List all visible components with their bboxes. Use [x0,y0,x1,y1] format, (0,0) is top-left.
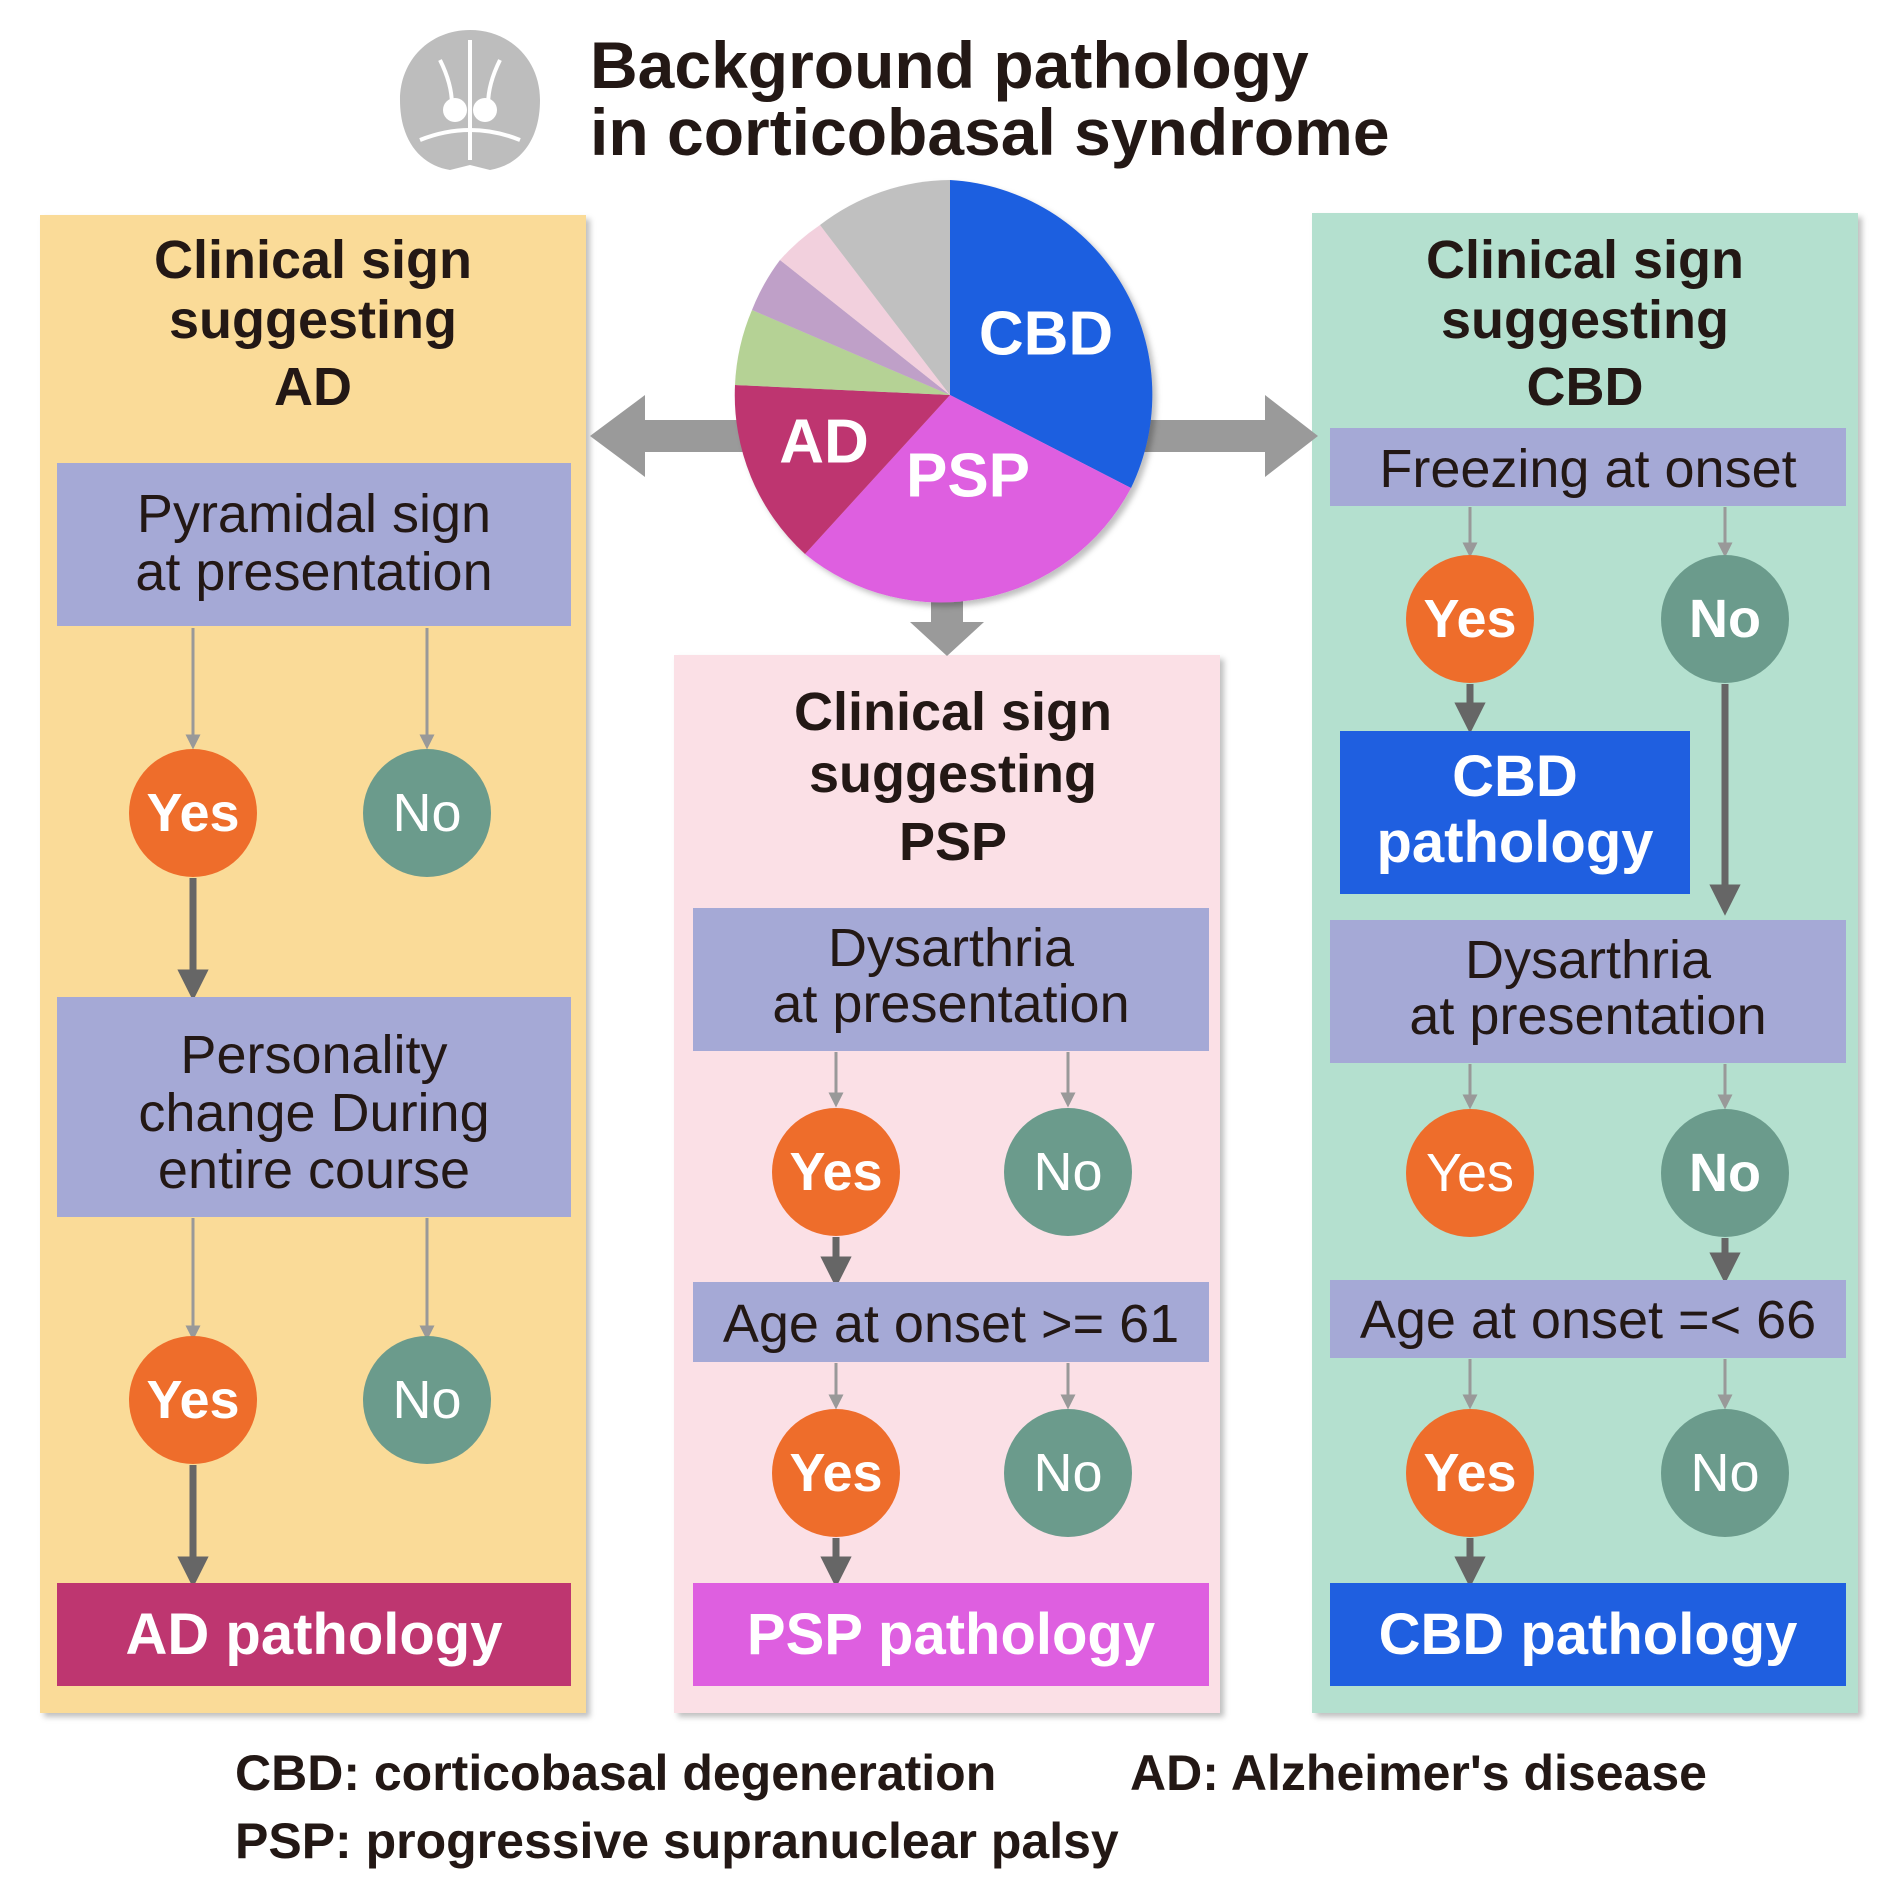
ad-yes-2-circle [129,1336,257,1464]
cbd-yes-2-label: Yes [1426,1143,1514,1203]
psp-yes-2-circle [772,1409,900,1537]
cbd-result-label: CBD pathology [1379,1602,1798,1667]
ad-question-1-line-1: Pyramidal sign [137,484,491,544]
psp-no-1-label: No [1033,1142,1102,1202]
ad-yes-1-label: Yes [146,783,239,843]
pie-slice-purple [752,260,950,395]
pie-slice-gray [820,180,950,395]
psp-no-1-circle [1004,1108,1132,1236]
cbd-no-1-circle [1661,555,1789,683]
psp-yes-1-label: Yes [789,1142,882,1202]
ad-yes-2-label: Yes [146,1370,239,1430]
ad-question-1-box [57,463,571,626]
brain-icon [400,30,540,170]
cbd-heading-line-3: CBD [1527,357,1644,417]
cbd-no-3-label: No [1690,1443,1759,1503]
psp-heading: Clinical sign suggesting PSP [794,682,1112,872]
pie-label-ad: AD [779,408,869,477]
psp-heading-line-3: PSP [899,812,1007,872]
ad-question-1-line-2: at presentation [135,542,492,602]
cbd-no-2-label: No [1689,1143,1761,1203]
ad-no-2-label: No [392,1370,461,1430]
cbd-no-3-circle [1661,1409,1789,1537]
cbd-question-2-line-1: Dysarthria [1465,930,1712,990]
cbd-question-3-label: Age at onset =< 66 [1360,1290,1816,1350]
psp-no-2-circle [1004,1409,1132,1537]
ad-result-box [57,1583,571,1686]
cbd-question-1-box [1330,428,1846,506]
cbd-question-2-box [1330,920,1846,1063]
legend-psp: PSP: progressive supranuclear palsy [235,1813,1119,1869]
cbd-question-2-line-2: at presentation [1409,986,1766,1046]
cbd-yes-1-circle [1406,555,1534,683]
ad-panel [40,215,586,1713]
pie-chart [734,180,1153,603]
pie-slice-psp [805,395,1131,603]
psp-question-1-box [693,908,1209,1051]
psp-result-box [693,1583,1209,1686]
cbd-heading-line-2: suggesting [1441,290,1729,350]
pie-label-cbd: CBD [979,300,1113,369]
legend-ad: AD: Alzheimer's disease [1130,1745,1707,1801]
pie-slice-ad [734,385,950,554]
psp-yes-2-label: Yes [789,1443,882,1503]
ad-question-2-line-3: entire course [158,1140,470,1200]
pie-slice-cbd [950,180,1153,488]
arrow-to-ad [590,395,760,477]
ad-heading-line-2: suggesting [169,290,457,350]
ad-yes-1-circle [129,749,257,877]
cbd-yes-1-label: Yes [1423,589,1516,649]
page-title-line-1: Background pathology [590,28,1309,102]
cbd-heading: Clinical sign suggesting CBD [1426,230,1744,417]
ad-heading-line-1: Clinical sign [154,230,472,290]
cbd-result-1-box [1340,731,1690,894]
ad-question-2-line-1: Personality [180,1025,447,1085]
psp-yes-1-circle [772,1108,900,1236]
cbd-heading-line-1: Clinical sign [1426,230,1744,290]
cbd-yes-3-label: Yes [1423,1443,1516,1503]
legend-cbd: CBD: corticobasal degeneration [235,1745,996,1801]
ad-no-1-label: No [392,783,461,843]
arrow-to-cbd [1140,395,1318,477]
pie-slice-green [735,310,950,395]
cbd-question-1-label: Freezing at onset [1379,439,1796,499]
cbd-yes-2-circle [1406,1109,1534,1237]
ad-no-2-circle [363,1336,491,1464]
cbd-result-1-line-2: pathology [1376,810,1653,875]
psp-heading-line-2: suggesting [809,744,1097,804]
ad-question-2-line-2: change During [138,1083,489,1143]
cbd-result-box [1330,1583,1846,1686]
psp-result-label: PSP pathology [747,1602,1155,1667]
psp-question-2-box [693,1282,1209,1362]
page-title-line-2: in corticobasal syndrome [590,95,1390,169]
psp-question-1-line-1: Dysarthria [828,918,1075,978]
cbd-no-2-circle [1661,1109,1789,1237]
cbd-yes-3-circle [1406,1409,1534,1537]
pie-label-psp: PSP [906,442,1030,511]
pie-slice-pink [780,225,950,395]
psp-question-1-line-2: at presentation [772,974,1129,1034]
cbd-no-1-label: No [1689,589,1761,649]
cbd-result-1-line-1: CBD [1452,744,1578,809]
ad-heading: Clinical sign suggesting AD [154,230,472,417]
ad-no-1-circle [363,749,491,877]
psp-heading-line-1: Clinical sign [794,682,1112,742]
ad-question-2-box [57,997,571,1217]
ad-heading-line-3: AD [274,357,352,417]
cbd-question-3-box [1330,1280,1846,1358]
psp-no-2-label: No [1033,1443,1102,1503]
ad-result-label: AD pathology [126,1602,503,1667]
psp-question-2-label: Age at onset >= 61 [723,1294,1179,1354]
